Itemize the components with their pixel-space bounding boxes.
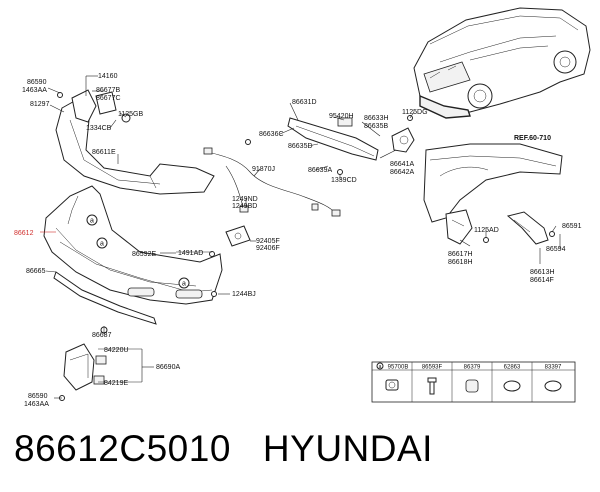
part-label: 92406F bbox=[256, 245, 280, 252]
part-label: 86592E bbox=[132, 251, 156, 258]
parts-diagram: a a a 86590 1463AA 14160 81297 86677B 86… bbox=[14, 7, 591, 408]
part-label: 1463AA bbox=[24, 401, 49, 408]
part-labels: 86590 1463AA 14160 81297 86677B 86677C 1… bbox=[14, 73, 582, 408]
callout-a: a bbox=[90, 218, 94, 225]
part-label: 86642A bbox=[390, 169, 414, 176]
part-label: 86633H bbox=[364, 115, 389, 122]
part-label: 86677C bbox=[96, 95, 121, 102]
bracket-lower-left bbox=[63, 343, 107, 391]
fastener-legend-table: a 95700B 86593F 86379 62863 83397 bbox=[371, 361, 576, 403]
legend-part-86593F: 86593F bbox=[422, 365, 443, 371]
part-label: 1249BD bbox=[232, 203, 257, 210]
part-label: 86635D bbox=[288, 143, 313, 150]
part-label: 86635B bbox=[364, 123, 388, 130]
part-label: 1463AA bbox=[22, 87, 47, 94]
part-label: 84219E bbox=[104, 380, 128, 387]
part-label: 86594 bbox=[546, 246, 566, 253]
part-label: 1249ND bbox=[232, 196, 258, 203]
legend-key: a bbox=[379, 364, 382, 370]
part-label: 86677B bbox=[96, 87, 120, 94]
leader-lines bbox=[40, 75, 561, 399]
part-label: 14160 bbox=[98, 73, 118, 80]
part-label: 86590 bbox=[28, 393, 48, 400]
part-label: 86617H bbox=[448, 251, 473, 258]
part-label: 86591 bbox=[562, 223, 582, 230]
wiring-harness bbox=[203, 147, 341, 217]
part-label-selected: 86612 bbox=[14, 230, 34, 237]
part-label: 86687 bbox=[92, 332, 112, 339]
part-label: 81297 bbox=[30, 101, 50, 108]
grommet-icon-83397 bbox=[544, 380, 562, 392]
part-label: 86611E bbox=[92, 149, 116, 156]
part-caption: 86612C5010 HYUNDAI bbox=[14, 428, 594, 470]
rear-bumper-cover bbox=[43, 185, 223, 305]
vehicle-illustration bbox=[413, 7, 591, 119]
part-label: 86636C bbox=[259, 131, 284, 138]
callout-a: a bbox=[182, 281, 186, 288]
part-number: 86612C5010 bbox=[14, 428, 231, 469]
callout-markers: a a a bbox=[86, 214, 190, 289]
sensor-bracket bbox=[225, 225, 251, 247]
part-label: 86641A bbox=[390, 161, 414, 168]
side-bracket bbox=[445, 209, 549, 245]
part-label: 84220U bbox=[104, 347, 129, 354]
legend-part-86379: 86379 bbox=[464, 365, 481, 371]
quarter-panel-ref bbox=[423, 143, 563, 223]
part-label: 92405F bbox=[256, 238, 280, 245]
part-label: 1125DG bbox=[402, 109, 428, 116]
part-label: 86590 bbox=[27, 79, 47, 86]
part-label: 86690A bbox=[156, 364, 180, 371]
part-label: 1125AD bbox=[474, 227, 499, 234]
part-label: 1334CB bbox=[86, 125, 112, 132]
screw-icon bbox=[427, 377, 437, 395]
part-label: 86665 bbox=[26, 268, 46, 275]
ref-label: REF.60-710 bbox=[514, 135, 551, 142]
brand-name: HYUNDAI bbox=[262, 428, 433, 469]
part-label: 86618H bbox=[448, 259, 473, 266]
legend-part-95700B: 95700B bbox=[388, 365, 409, 371]
clip-icon bbox=[385, 379, 399, 391]
part-label: 1491AD bbox=[178, 250, 203, 257]
part-label: 86613H bbox=[530, 269, 555, 276]
callout-a: a bbox=[100, 241, 104, 248]
legend-part-83397: 83397 bbox=[545, 365, 562, 371]
part-label: 1339CD bbox=[331, 177, 357, 184]
bumper-beam bbox=[287, 117, 415, 161]
legend-part-62863: 62863 bbox=[504, 365, 521, 371]
lower-skid-plate bbox=[53, 271, 157, 325]
part-label: 1244BJ bbox=[232, 291, 256, 298]
grommet-icon-62863 bbox=[503, 380, 521, 392]
part-label: 1125GB bbox=[118, 111, 143, 118]
part-label: 86614F bbox=[530, 277, 554, 284]
part-label: 95420H bbox=[329, 113, 354, 120]
upper-bumper-cover bbox=[55, 97, 215, 195]
part-label: 86639A bbox=[308, 167, 332, 174]
pad-icon bbox=[465, 379, 479, 393]
part-label: 86631D bbox=[292, 99, 317, 106]
part-label: 91870J bbox=[252, 166, 275, 173]
